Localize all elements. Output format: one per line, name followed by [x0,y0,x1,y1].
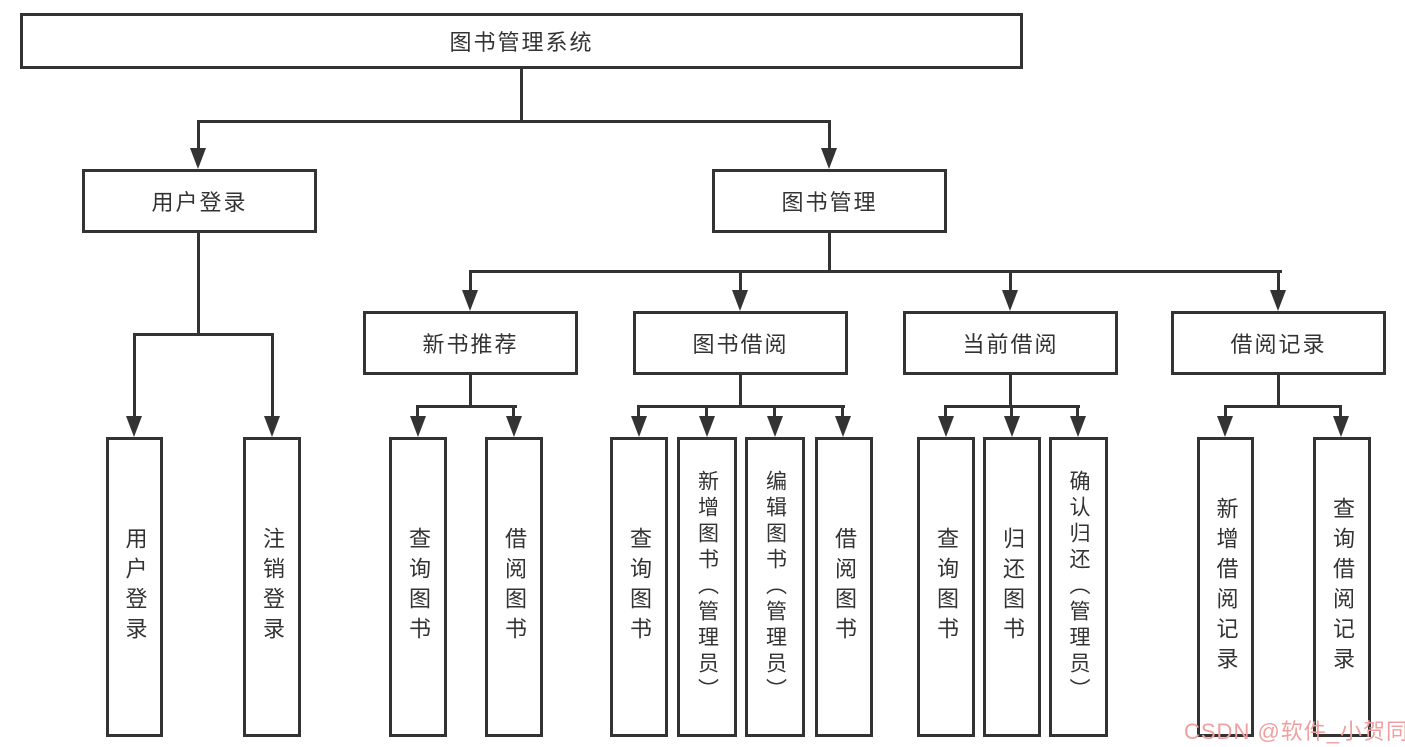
node-user-login-label: 用户登录 [151,190,248,215]
arrow-down-icon [1333,416,1349,437]
connector-line [133,333,136,418]
node-new-book-recommend-label: 新书推荐 [422,332,519,357]
leaf-borrow-books: 借阅图书 [485,437,543,737]
arrow-down-icon [410,416,426,437]
leaf-add-book-admin-label: 新增图书（管理员） [695,470,719,704]
connector-line [637,405,640,419]
connector-line [197,233,200,335]
connector-line [705,405,708,419]
node-book-management: 图书管理 [712,169,947,233]
connector-line [469,270,1282,273]
leaf-user-login: 用户登录 [106,437,163,737]
connector-line [1277,375,1280,407]
leaf-user-login-label: 用户登录 [122,527,148,647]
connector-line [520,69,523,122]
leaf-borrow-books-label: 借阅图书 [502,527,527,647]
arrow-down-icon [1070,416,1086,437]
node-book-borrow-label: 图书借阅 [692,332,789,357]
arrow-down-icon [462,290,478,311]
connector-line [828,120,831,152]
connector-line [1009,270,1012,292]
connector-line [416,405,517,408]
arrow-down-icon [631,416,647,437]
leaf-add-borrow-record: 新增借阅记录 [1197,437,1254,737]
connector-line [739,375,742,407]
connector-line [1010,405,1013,419]
leaf-edit-book-admin: 编辑图书（管理员） [745,437,805,737]
connector-line [944,405,947,419]
arrow-down-icon [506,416,522,437]
connector-line [469,375,472,407]
node-book-management-label: 图书管理 [781,190,878,215]
node-new-book-recommend: 新书推荐 [363,311,578,375]
arrow-down-icon [767,416,783,437]
connector-line [469,270,472,292]
leaf-query-books-label: 查询图书 [406,527,431,647]
connector-line [271,333,274,418]
connector-line [133,333,274,336]
connector-line [197,120,200,152]
node-root-label: 图书管理系统 [449,30,594,55]
node-book-borrow: 图书借阅 [633,311,848,375]
connector-line [1339,405,1342,419]
connector-line [1277,270,1280,292]
node-borrow-records: 借阅记录 [1171,311,1386,375]
arrow-down-icon [699,416,715,437]
node-borrow-records-label: 借阅记录 [1230,332,1327,357]
leaf-query-borrow-record-label: 查询借阅记录 [1330,497,1355,677]
leaf-borrow-books-label: 借阅图书 [832,527,857,647]
arrow-down-icon [1217,416,1233,437]
arrow-down-icon [821,148,837,169]
connector-line [1224,405,1227,419]
connector-line [1076,405,1079,419]
leaf-edit-book-admin-label: 编辑图书（管理员） [763,470,787,704]
arrow-down-icon [1002,290,1018,311]
leaf-query-books: 查询图书 [610,437,668,737]
arrow-down-icon [835,416,851,437]
leaf-add-borrow-record-label: 新增借阅记录 [1213,497,1239,677]
connector-line [773,405,776,419]
connector-line [828,233,831,272]
connector-line [512,405,515,419]
leaf-return-books: 归还图书 [983,437,1041,737]
arrow-down-icon [1270,290,1286,311]
leaf-query-borrow-record: 查询借阅记录 [1313,437,1371,737]
csdn-watermark: CSDN @软件_小贺同学 [1184,719,1405,744]
connector-line [637,405,845,408]
connector-line [197,120,831,123]
leaf-confirm-return-admin: 确认归还（管理员） [1049,437,1108,737]
leaf-return-books-label: 归还图书 [1000,527,1025,647]
node-current-borrow-label: 当前借阅 [962,332,1059,357]
leaf-confirm-return-admin-label: 确认归还（管理员） [1067,470,1090,704]
leaf-query-books: 查询图书 [389,437,447,737]
arrow-down-icon [126,416,142,437]
node-root: 图书管理系统 [20,13,1023,69]
node-current-borrow: 当前借阅 [903,311,1118,375]
arrow-down-icon [190,148,206,169]
arrow-down-icon [732,290,748,311]
leaf-query-books-label: 查询图书 [934,527,959,647]
arrow-down-icon [264,416,280,437]
leaf-logout: 注销登录 [243,437,301,737]
connector-line [1224,405,1342,408]
arrow-down-icon [938,416,954,437]
connector-line [841,405,844,419]
node-user-login: 用户登录 [82,169,317,233]
leaf-query-books: 查询图书 [917,437,975,737]
leaf-borrow-books: 借阅图书 [815,437,873,737]
connector-line [416,405,419,419]
leaf-add-book-admin: 新增图书（管理员） [677,437,737,737]
connector-line [739,270,742,292]
arrow-down-icon [1004,416,1020,437]
leaf-query-books-label: 查询图书 [627,527,652,647]
leaf-logout-label: 注销登录 [260,527,285,647]
connector-line [1009,375,1012,407]
